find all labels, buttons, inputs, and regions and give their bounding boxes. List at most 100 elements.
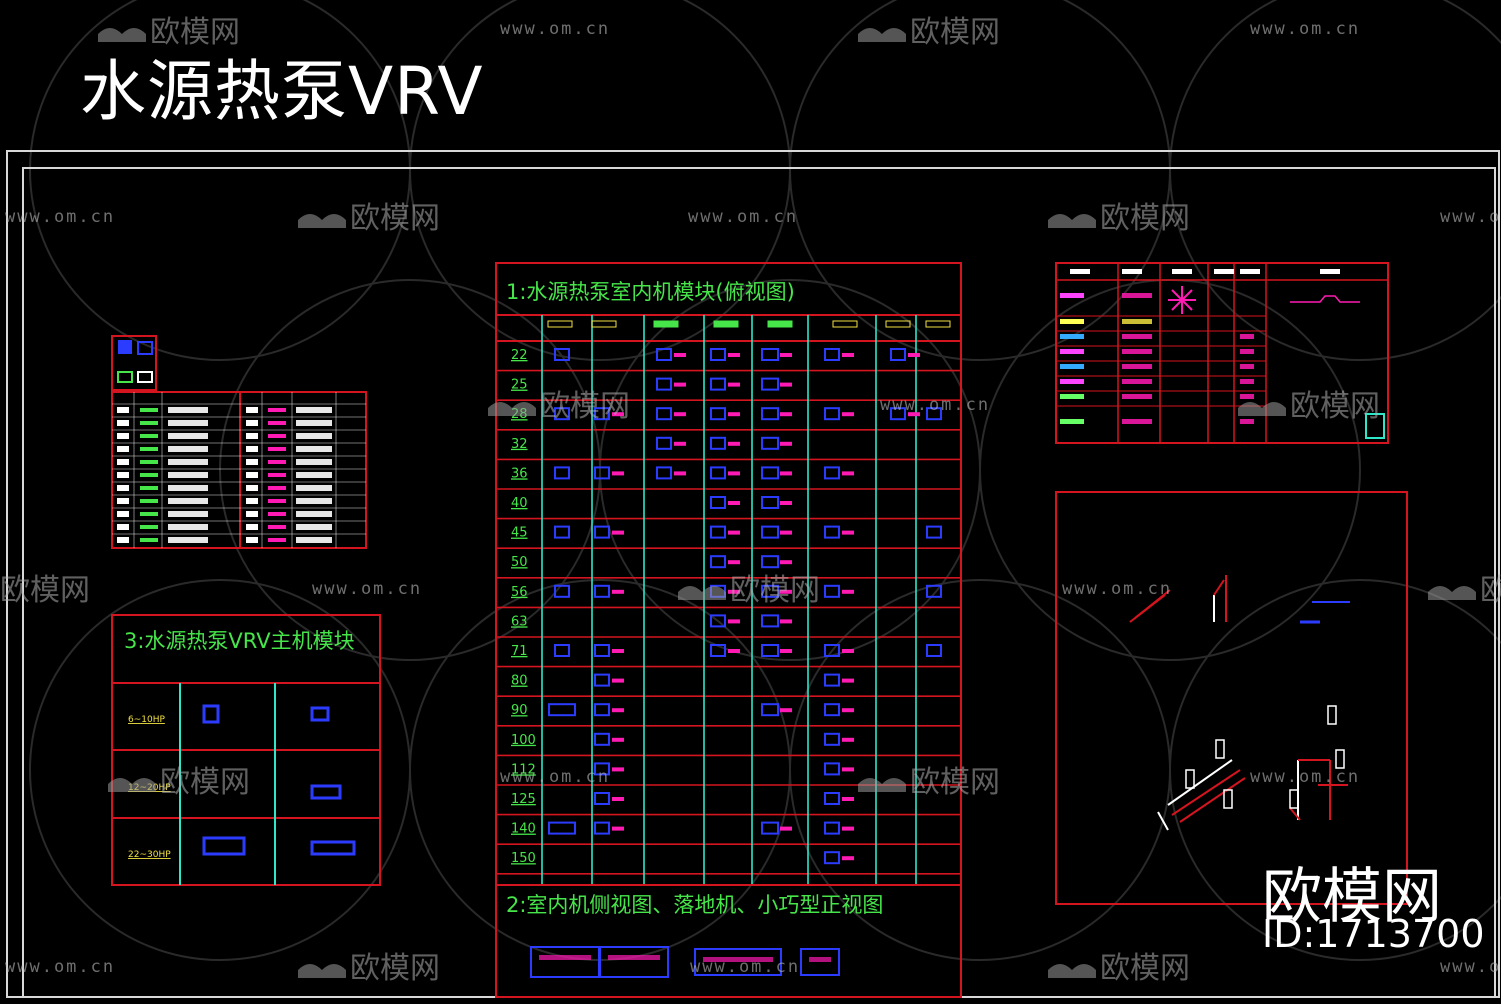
pipe-connector-symbol	[728, 501, 740, 505]
row-label: 22	[511, 348, 528, 363]
indoor-unit-symbol	[761, 584, 779, 598]
row-label: 25	[511, 378, 528, 393]
pipe-connector-symbol	[842, 412, 854, 417]
indoor-unit-symbol	[594, 792, 610, 805]
indoor-unit-symbol	[594, 732, 610, 746]
module1-heading: 1:水源热泵室内机模块(俯视图)	[506, 280, 795, 304]
indoor-unit-symbol	[926, 644, 942, 657]
indoor-unit-symbol	[824, 792, 840, 805]
indoor-unit-symbol	[824, 348, 840, 361]
indoor-unit-symbol	[594, 644, 610, 657]
pipe-connector-symbol	[612, 708, 624, 713]
indoor-unit-symbol	[761, 644, 779, 657]
module3-host-unit-table: 3:水源热泵VRV主机模块 6~10HP12~20HP22~30HP	[111, 614, 381, 886]
pipe-connector-symbol	[780, 530, 792, 535]
indoor-unit-symbol	[594, 407, 610, 421]
watermark-logo-text: 欧模网	[1100, 951, 1190, 986]
indoor-unit-symbol	[761, 614, 779, 628]
host-unit-symbol	[202, 704, 220, 724]
watermark-logo-icon	[108, 778, 156, 792]
pipe-connector-symbol	[728, 649, 740, 653]
indoor-unit-symbol	[594, 466, 610, 480]
pipe-connector-symbol	[780, 501, 792, 505]
watermark-logo-text: 欧模网	[1480, 573, 1501, 608]
pipe-connector-symbol	[612, 412, 624, 417]
watermark-url-text: www.om.cn	[1250, 19, 1360, 39]
host-unit-symbol	[310, 840, 356, 856]
brand-logo-text: 欧模网	[1262, 862, 1442, 932]
pipe-connector-symbol	[780, 708, 792, 713]
indoor-unit-symbol	[890, 407, 906, 421]
row-label: 112	[511, 762, 536, 777]
watermark-arcs	[29, 0, 1501, 961]
row-label: 63	[511, 614, 528, 629]
watermark-url-text: www.om.cn	[1062, 579, 1172, 599]
pipe-connector-symbol	[674, 382, 686, 387]
indoor-unit-symbol	[656, 377, 672, 391]
side-view-pipe-symbol	[539, 955, 591, 960]
row-label: 80	[511, 674, 528, 689]
indoor-unit-symbol	[554, 348, 570, 361]
pipe-connector-symbol	[842, 353, 854, 357]
pipe-connector-symbol	[842, 767, 854, 772]
row-label: 32	[511, 437, 528, 452]
pipe-connector-symbol	[612, 797, 624, 801]
indoor-unit-symbol	[890, 348, 906, 361]
pipe-connector-symbol	[612, 767, 624, 772]
watermark-logo-text: 欧模网	[1290, 389, 1380, 424]
indoor-unit-symbol	[824, 644, 840, 657]
indoor-unit-symbol	[824, 821, 840, 835]
host-unit-symbol	[310, 784, 342, 800]
pipe-connector-symbol	[612, 826, 624, 831]
pipe-connector-symbol	[728, 382, 740, 387]
pipe-connector-symbol	[842, 797, 854, 801]
watermark-logo-text: 欧模网	[350, 951, 440, 986]
module3-heading: 3:水源热泵VRV主机模块	[124, 629, 355, 653]
watermark-logo-icon	[488, 402, 536, 416]
watermark-logo-icon	[1428, 586, 1476, 600]
indoor-unit-symbol	[761, 377, 779, 391]
indoor-unit-symbol	[594, 673, 610, 687]
pipe-connector-symbol	[780, 412, 792, 417]
row-label: 36	[511, 466, 528, 481]
side-view-unit-symbol	[694, 948, 782, 976]
indoor-unit-symbol	[710, 555, 726, 569]
pipe-connector-symbol	[780, 560, 792, 565]
indoor-unit-symbol	[594, 584, 610, 598]
indoor-unit-symbol	[710, 614, 726, 628]
row-label: 140	[511, 822, 536, 837]
indoor-unit-symbol	[710, 436, 726, 450]
indoor-unit-symbol	[554, 407, 570, 421]
pipe-connector-symbol	[674, 412, 686, 417]
watermark-logo-icon	[1048, 214, 1096, 228]
watermark-logo-text: 欧模网	[350, 201, 440, 236]
row-label: 45	[511, 526, 528, 541]
indoor-unit-symbol	[594, 703, 610, 717]
side-view-pipe-symbol	[608, 955, 660, 960]
module1-indoor-unit-table: 1:水源热泵室内机模块(俯视图) 22252832364045505663718…	[495, 262, 962, 886]
indoor-unit-symbol	[761, 555, 779, 569]
host-capacity-label: 22~30HP	[128, 850, 171, 860]
watermark-url-text: www.om.cn	[688, 207, 798, 227]
watermark-logo-text: 欧模网	[910, 765, 1000, 800]
watermark-logo-text: 欧模网	[910, 15, 1000, 50]
host-unit-symbol	[202, 836, 246, 856]
module2-side-view-panel: 2:室内机侧视图、落地机、小巧型正视图	[495, 884, 962, 998]
watermark-logo-icon	[1048, 964, 1096, 978]
side-view-unit-symbol	[599, 946, 669, 978]
watermark-logo-icon	[858, 778, 906, 792]
indoor-unit-symbol	[761, 348, 779, 361]
indoor-unit-symbol	[594, 762, 610, 776]
pipe-detail-panel	[1055, 491, 1408, 905]
indoor-unit-symbol	[824, 673, 840, 687]
watermark-url-text: www.om.cn	[500, 767, 610, 787]
pipe-connector-symbol	[780, 353, 792, 357]
indoor-unit-symbol	[554, 525, 570, 539]
pipe-connector-symbol	[728, 441, 740, 446]
indoor-unit-symbol	[824, 466, 840, 480]
pipe-connector-symbol	[908, 412, 920, 417]
indoor-unit-symbol	[710, 496, 726, 509]
pipe-connector-symbol	[728, 353, 740, 357]
pipe-connector-symbol	[728, 471, 740, 476]
indoor-unit-symbol	[656, 407, 672, 421]
